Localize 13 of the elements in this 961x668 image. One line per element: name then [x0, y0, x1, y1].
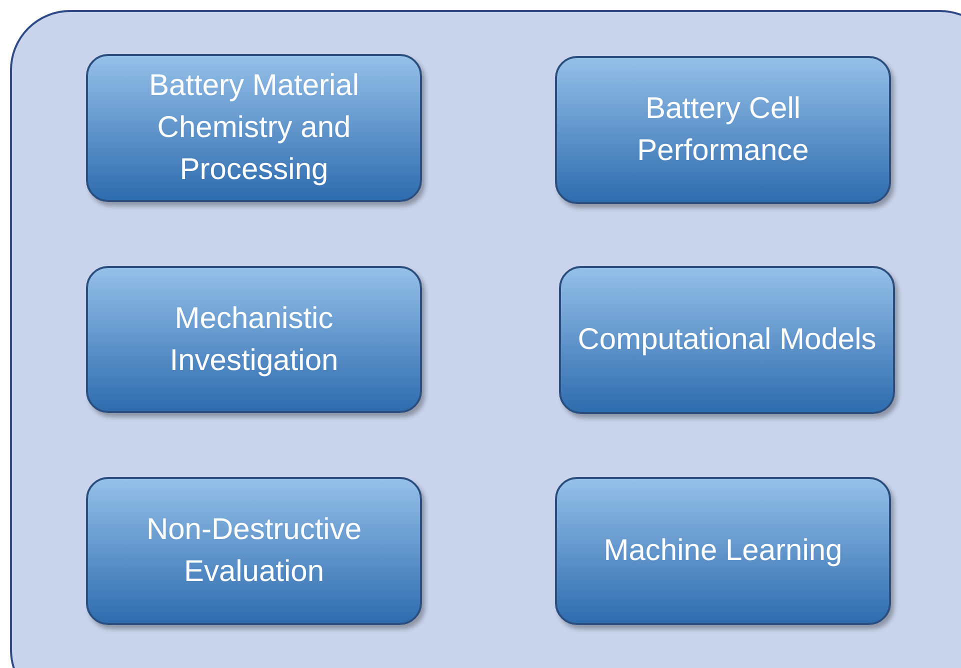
topic-box [86, 477, 422, 625]
topic-box [559, 266, 895, 414]
topic-box [86, 54, 422, 202]
group-panel [10, 10, 961, 668]
topic-label: Mechanistic Investigation [168, 300, 340, 378]
topic-box [86, 266, 422, 413]
topic-label: Battery Cell Performance [636, 91, 810, 169]
topic-box [555, 56, 891, 204]
topic-label: Computational Models [578, 322, 876, 358]
topic-box [555, 477, 891, 625]
topic-label: Battery Material Chemistry and Processing [148, 68, 360, 188]
topic-label: Non-Destructive Evaluation [145, 512, 363, 590]
topic-label: Machine Learning [604, 533, 842, 569]
